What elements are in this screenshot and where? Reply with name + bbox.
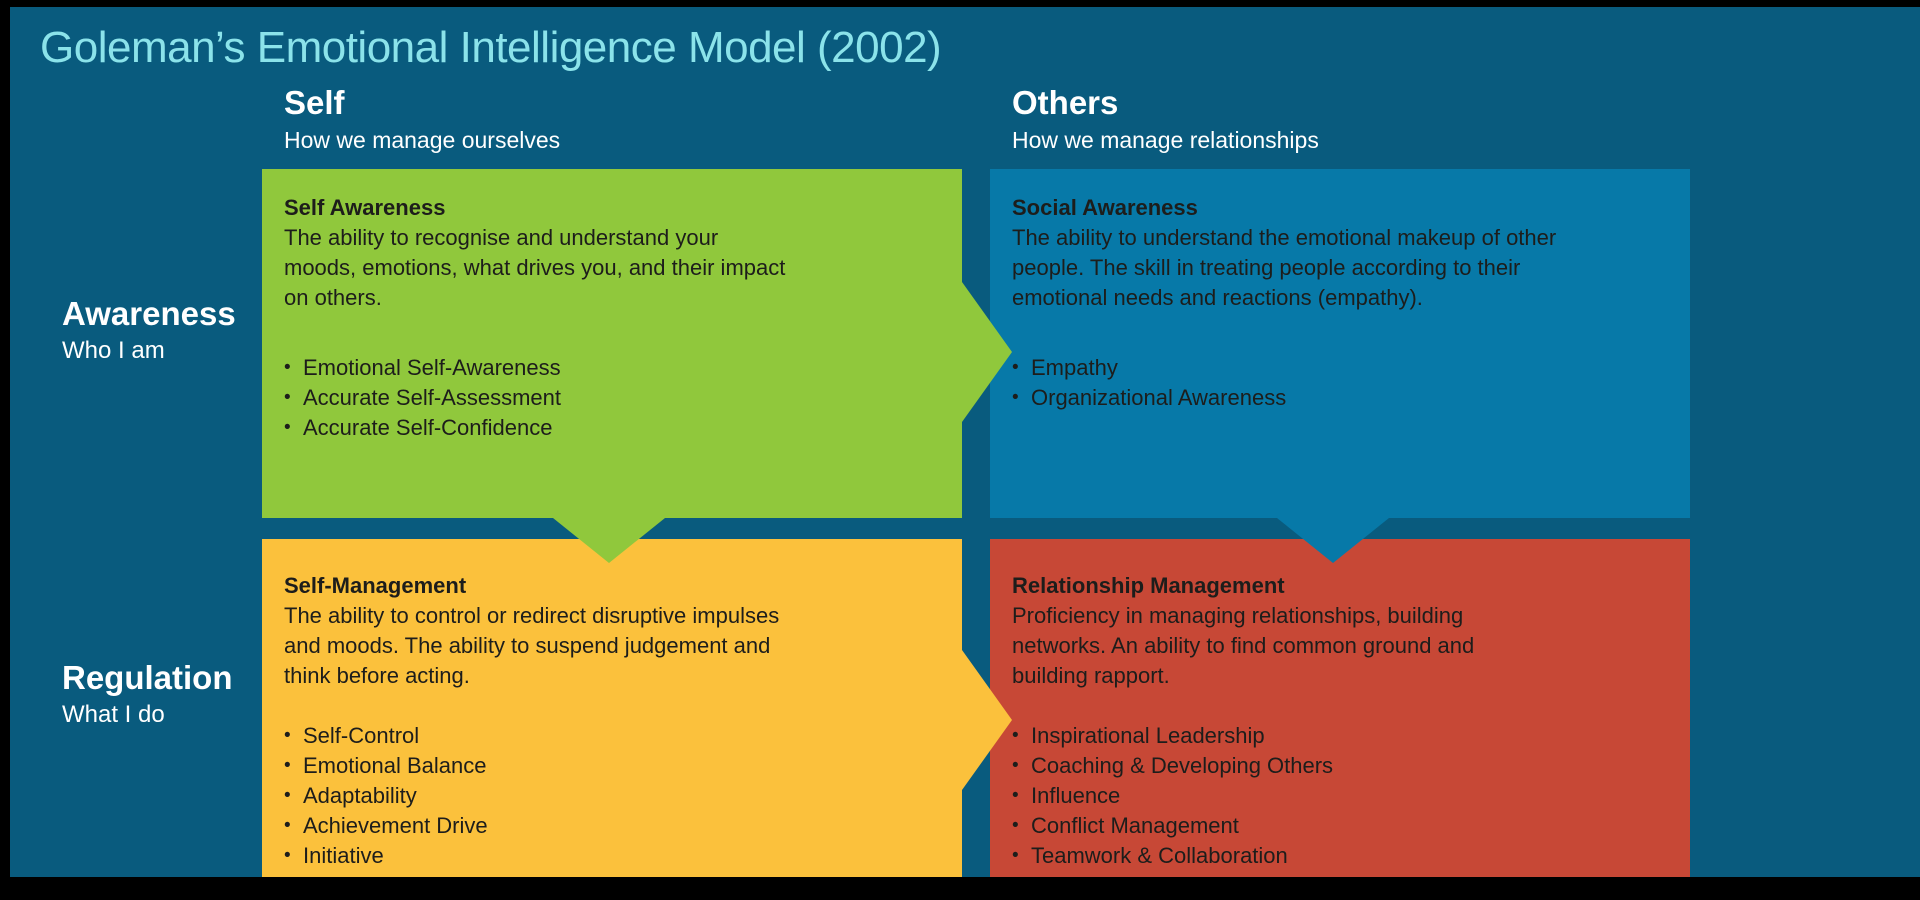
row-subtitle: Who I am — [62, 336, 165, 364]
slide-title: Goleman’s Emotional Intelligence Model (… — [40, 23, 942, 72]
bullet-item: Adaptability — [284, 781, 932, 811]
frame-edge-bottom — [0, 877, 1920, 900]
bullet-item: Empathy — [1012, 353, 1660, 383]
column-title: Self — [284, 84, 345, 121]
row-subtitle: What I do — [62, 701, 165, 728]
quadrant-description: The ability to recognise and understand … — [284, 225, 786, 310]
bullet-item: Organizational Awareness — [1012, 383, 1660, 413]
column-header-self: Self How we manage ourselves — [284, 84, 560, 154]
quadrant-description: The ability to understand the emotional … — [1012, 225, 1557, 310]
column-subtitle: How we manage ourselves — [284, 127, 561, 153]
row-title: Awareness — [62, 294, 236, 332]
quadrant-description: Proficiency in managing relationships, b… — [1012, 603, 1475, 688]
frame-edge-top — [0, 0, 1920, 7]
row-label-awareness: Awareness Who I am — [62, 155, 252, 504]
row-title: Regulation — [62, 659, 233, 696]
bullet-item: Accurate Self-Assessment — [284, 383, 932, 413]
bullet-item: Emotional Self-Awareness — [284, 353, 932, 383]
quadrant-self-awareness: Self Awareness The ability to recognise … — [262, 169, 1012, 563]
bullet-item: Teamwork & Collaboration — [1012, 841, 1660, 871]
column-header-others: Others How we manage relationships — [1012, 84, 1319, 154]
quadrant-relationship-management: Relationship Management Proficiency in m… — [990, 539, 1690, 877]
bullet-item: Emotional Balance — [284, 751, 932, 781]
column-title: Others — [1012, 84, 1119, 121]
bullet-item: Achievement Drive — [284, 811, 932, 841]
row-label-regulation: Regulation What I do — [62, 525, 252, 863]
column-subtitle: How we manage relationships — [1012, 127, 1319, 153]
quadrant-title: Social Awareness — [1012, 195, 1198, 220]
frame-edge-left — [0, 0, 10, 900]
bullet-item: Conflict Management — [1012, 811, 1660, 841]
quadrant-self-management: Self-Management The ability to control o… — [262, 539, 1012, 877]
bullet-item: Initiative — [284, 841, 932, 871]
quadrant-bullet-list: Emotional Self-AwarenessAccurate Self-As… — [284, 353, 932, 443]
quadrant-description: The ability to control or redirect disru… — [284, 603, 780, 688]
quadrant-bullet-list: Self-ControlEmotional BalanceAdaptabilit… — [284, 721, 932, 871]
quadrant-social-awareness: Social Awareness The ability to understa… — [990, 169, 1690, 563]
bullet-item: Inspirational Leadership — [1012, 721, 1660, 751]
bullet-item: Influence — [1012, 781, 1660, 811]
quadrant-bullet-list: Inspirational LeadershipCoaching & Devel… — [1012, 721, 1660, 871]
bullet-item: Accurate Self-Confidence — [284, 413, 932, 443]
quadrant-title: Self-Management — [284, 573, 467, 598]
bullet-item: Self-Control — [284, 721, 932, 751]
bullet-item: Coaching & Developing Others — [1012, 751, 1660, 781]
quadrant-bullet-list: EmpathyOrganizational Awareness — [1012, 353, 1660, 413]
quadrant-title: Self Awareness — [284, 195, 446, 220]
quadrant-title: Relationship Management — [1012, 573, 1285, 598]
